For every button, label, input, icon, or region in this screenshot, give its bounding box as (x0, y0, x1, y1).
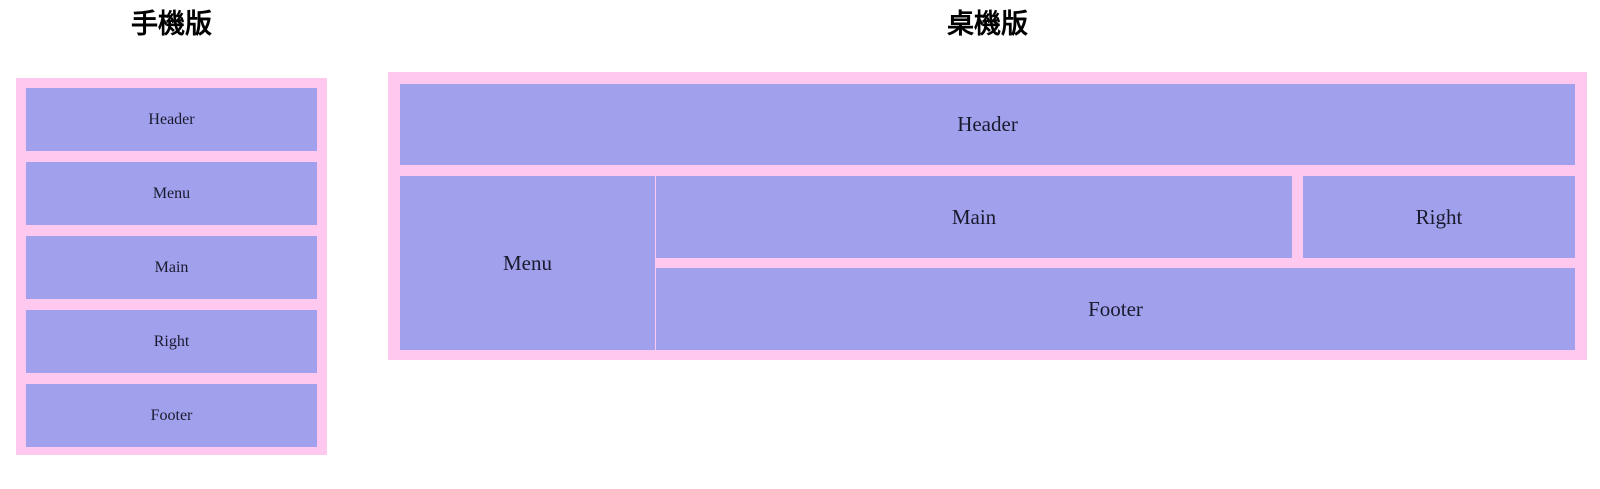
mobile-block-main: Main (26, 236, 317, 299)
desktop-block-header: Header (400, 84, 1575, 165)
desktop-block-right: Right (1303, 176, 1575, 258)
mobile-block-header-label: Header (148, 110, 195, 128)
desktop-block-menu-label: Menu (503, 250, 552, 275)
desktop-layout-container: Header Menu Main Right Footer (388, 72, 1587, 360)
desktop-section-title: 桌機版 (947, 9, 1028, 40)
mobile-layout-container: Header Menu Main Right Footer (16, 78, 327, 455)
desktop-block-footer: Footer (656, 268, 1575, 350)
mobile-section-title: 手機版 (131, 9, 212, 40)
mobile-block-right-label: Right (153, 332, 190, 350)
mobile-block-main-label: Main (154, 258, 189, 276)
mobile-block-footer: Footer (26, 384, 317, 447)
mobile-block-header: Header (26, 88, 317, 151)
desktop-block-main: Main (656, 176, 1292, 258)
desktop-block-right-label: Right (1415, 204, 1463, 229)
mobile-block-menu-label: Menu (152, 184, 191, 202)
desktop-block-footer-label: Footer (1088, 296, 1143, 321)
desktop-block-main-label: Main (951, 204, 997, 229)
mobile-block-footer-label: Footer (150, 406, 193, 424)
desktop-block-menu: Menu (400, 176, 655, 350)
mobile-block-right: Right (26, 310, 317, 373)
desktop-block-header-label: Header (957, 112, 1018, 136)
mobile-block-menu: Menu (26, 162, 317, 225)
